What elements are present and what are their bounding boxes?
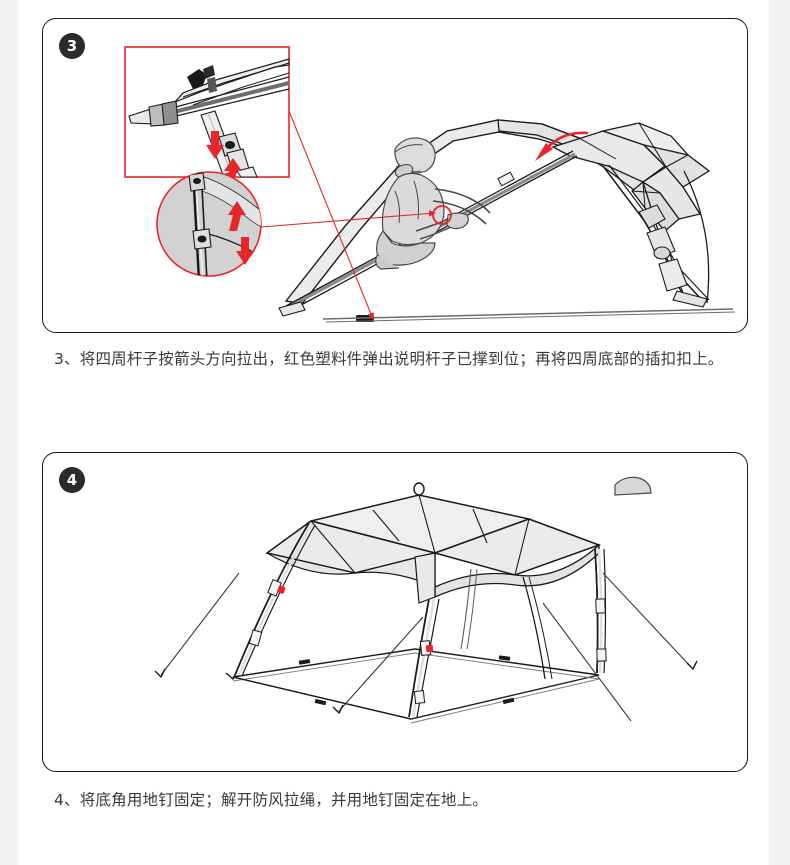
buckle-up-arrow [228,201,246,231]
canopy-rotate-arrow [535,131,589,161]
guy-line-front-center [338,616,424,712]
pull-down-arrow [206,131,224,159]
guy-line-back-right [542,602,632,722]
page-right-edge [768,0,774,865]
hand-highlight-circle [432,205,452,225]
step-4-illustration [43,453,747,771]
leader-lines [260,110,437,321]
instruction-page: 3 [20,0,770,865]
stake-2 [332,704,344,715]
roof-seams [310,494,530,597]
guy-line-back-left [160,572,240,676]
leg-joints [248,578,607,705]
step-4-caption: 4、将底角用地钉固定；解开防风拉绳，并用地钉固定在地上。 [54,791,488,809]
ground-edges [322,308,736,323]
stake-4 [225,670,238,681]
stake-3 [686,660,698,671]
step-4-panel: 4 [42,452,748,772]
roof-apex-loop [413,482,425,496]
page-left-edge [16,0,20,865]
leader-from-rect [288,110,374,321]
step-3-caption: 3、将四周杆子按箭头方向拉出，红色塑料件弹出说明杆子已撑到位；再将四周底部的插扣… [54,350,724,368]
ground-stakes [154,660,698,715]
ground-footprint [232,648,600,724]
right-leg-arch [602,164,710,308]
pole-tip-detail-inset [124,46,290,185]
red-indicator-clips [277,585,434,653]
guy-line-right [602,572,692,668]
ground-strap-clips [298,655,515,706]
leader-to-hand [260,210,437,228]
step-3-panel: 3 [42,18,748,333]
buckle-detail-inset [156,171,262,277]
buckle-down-arrow [236,237,254,265]
step-4-badge: 4 [59,467,85,493]
step-4-block: 4 [20,452,770,813]
crouching-person [614,476,652,496]
canopy-seams [541,122,701,215]
kneeling-person [375,137,491,270]
step-3-block: 3 [20,18,770,372]
step-3-illustration [43,19,747,332]
stake-1 [154,668,166,679]
step-3-badge: 3 [59,33,85,59]
canopy-roof [265,494,602,604]
right-outer-arc [683,170,710,304]
guy-lines [160,572,692,722]
